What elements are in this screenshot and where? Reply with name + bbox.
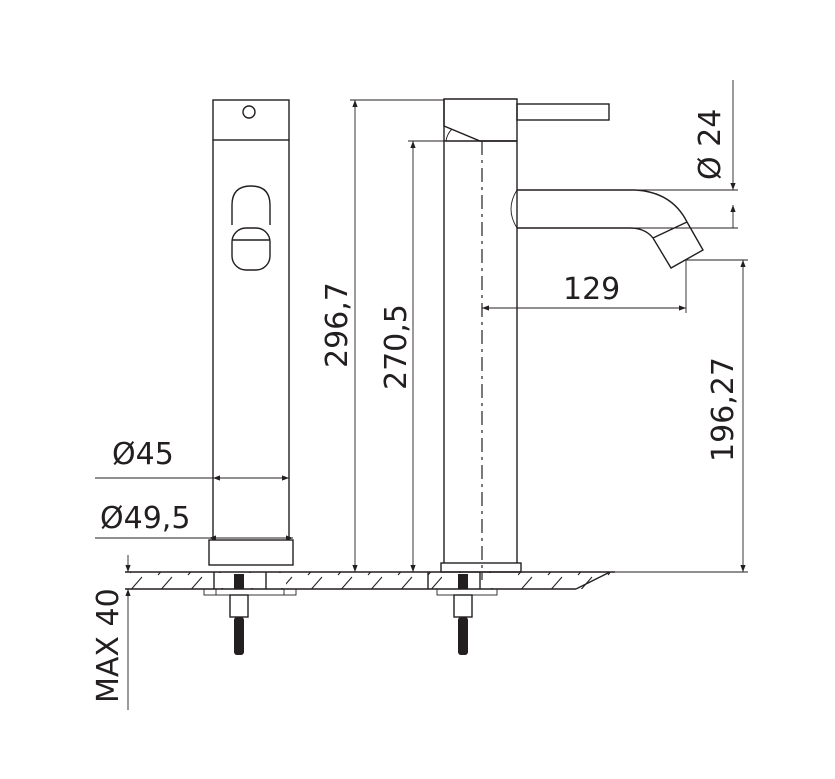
dimension-lines: [95, 80, 748, 710]
dim-diameter-49-5: Ø49,5: [100, 501, 190, 536]
handle-hole: [242, 105, 256, 119]
lever-slot: [231, 185, 271, 225]
threaded-rod: [234, 617, 244, 655]
lever-knob: [231, 227, 271, 271]
dim-spout-height-196-27: 196,27: [706, 357, 741, 462]
handle-cap: [212, 99, 290, 141]
washer: [203, 588, 297, 596]
countertop-section: [125, 571, 615, 590]
dim-diameter-45: Ø45: [112, 437, 174, 472]
threaded-rod-top: [458, 574, 468, 589]
nut: [453, 594, 473, 618]
dim-height-296-7: 296,7: [320, 282, 355, 368]
front-view-faucet: [436, 98, 704, 655]
base-ring: [208, 539, 294, 566]
dim-max-40: MAX 40: [91, 588, 126, 703]
threaded-rod: [458, 617, 468, 655]
dim-height-270-5: 270,5: [379, 304, 414, 390]
threaded-rod-top: [234, 574, 244, 589]
washer: [436, 588, 498, 596]
lever-arm: [516, 103, 610, 121]
dim-spout-diameter-24: Ø 24: [693, 109, 728, 180]
handle-body: [443, 98, 518, 142]
spout: [517, 189, 704, 269]
base-ring: [440, 562, 522, 573]
dim-spout-reach-129: 129: [563, 272, 620, 307]
nut: [229, 594, 249, 618]
